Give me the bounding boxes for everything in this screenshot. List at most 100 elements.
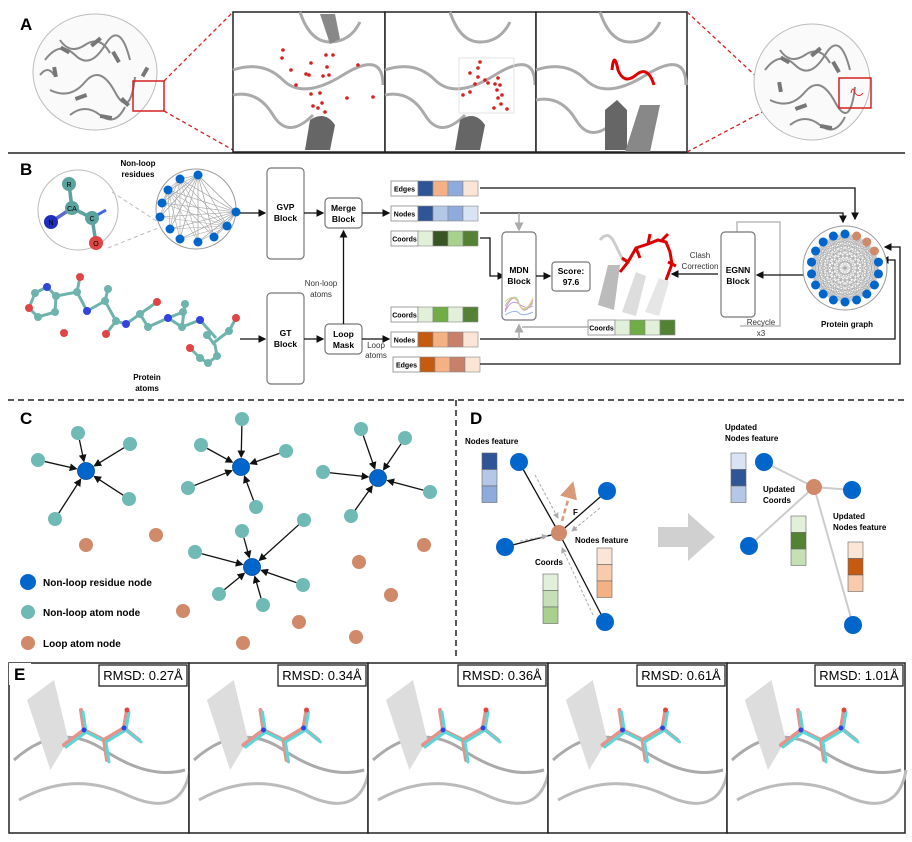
atom (83, 307, 91, 315)
nonloop-atom-node (212, 587, 226, 601)
atom (186, 344, 194, 352)
svg-text:Block: Block (726, 276, 749, 286)
svg-text:Mask: Mask (333, 340, 355, 350)
graph-construction (31, 412, 437, 650)
atom-label-n: N (48, 220, 53, 227)
zoom-line (686, 11, 761, 81)
residue-node (811, 246, 821, 256)
rmsd-label-box (98, 664, 188, 687)
residue-node (510, 453, 528, 471)
sampled-point (468, 90, 472, 94)
panel-label-e: E (14, 665, 25, 684)
zoom-panel-2 (384, 11, 537, 153)
updated-nodes-label: Updated (725, 423, 757, 432)
residue-node (828, 231, 838, 241)
nonloop-residue-node (369, 469, 387, 487)
updated-loop-atom-node (806, 479, 822, 495)
prediction-example: RMSD: 0.27Å (8, 662, 192, 834)
atom (204, 359, 212, 367)
nonloop-atom-node (354, 422, 368, 436)
residue-node (862, 289, 872, 299)
feature-bar-coords: Coords (390, 230, 479, 247)
prediction-example: RMSD: 0.61Å (547, 662, 730, 834)
sampled-point (476, 75, 480, 79)
svg-text:MDN: MDN (509, 265, 528, 275)
rmsd-label-box (457, 664, 547, 687)
svg-text:Block: Block (332, 214, 355, 224)
legend: Non-loop residue node Non-loop atom node… (20, 574, 152, 650)
rmsd-label-box (636, 664, 726, 687)
residue-cluster (31, 426, 137, 526)
atom (52, 292, 60, 300)
nonloop-atom-node (256, 598, 270, 612)
zoom-line (163, 11, 234, 82)
feature-cell (659, 319, 676, 336)
panel-label-c: C (20, 409, 32, 428)
nodes-feature-label: Nodes feature (465, 437, 519, 446)
feature-bar-label: Nodes (394, 212, 416, 219)
svg-text:GVP: GVP (277, 202, 295, 212)
feature-cell (462, 306, 479, 323)
sampled-point (468, 71, 472, 75)
feature-cell (434, 356, 451, 373)
svg-text:Loop atom node: Loop atom node (43, 639, 121, 650)
feature-cell (432, 306, 449, 323)
residue-graph-node (163, 185, 173, 195)
atom (73, 288, 81, 296)
feature-cell (481, 469, 498, 487)
loop-atom-node (551, 525, 567, 541)
protein-graph (802, 225, 888, 311)
feature-cell (447, 306, 464, 323)
svg-text:Loop: Loop (333, 329, 354, 339)
loop-atom-node (349, 630, 363, 644)
nonloop-atom-node (316, 465, 330, 479)
atom-label-ca: CA (67, 206, 77, 213)
feature-cell (730, 452, 747, 470)
atom (76, 273, 84, 281)
nonloop-residues-label: residues (122, 170, 155, 179)
nonloop-atom-node (71, 426, 85, 440)
svg-text:Score:: Score: (558, 266, 585, 276)
sampled-point (496, 76, 500, 80)
force-vector (560, 481, 577, 522)
rmsd-label-box (277, 664, 367, 687)
residue-graph-node (231, 207, 241, 217)
nonloop-atoms-label: atoms (310, 290, 332, 299)
sampled-point (478, 60, 482, 64)
nonloop-atom-node (31, 453, 45, 467)
feature-cell (644, 319, 661, 336)
residue-graph-node (157, 198, 167, 208)
nonloop-atom-node (48, 512, 62, 526)
atom (144, 323, 152, 331)
feature-bar-label: Coords (589, 326, 614, 333)
node-feature-vector (481, 452, 498, 503)
score-box: Score: 97.6 (551, 261, 591, 292)
svg-text:GT: GT (280, 328, 293, 338)
feature-cell (462, 230, 479, 247)
sampled-point (327, 73, 331, 77)
nonloop-residue-node (243, 558, 261, 576)
sampled-point (318, 91, 322, 95)
residue-cluster (188, 513, 311, 612)
protein-atoms-molecule (25, 273, 240, 367)
nonloop-atom-node (398, 431, 412, 445)
panel-label-bg (9, 663, 31, 685)
rmsd-label: RMSD: 0.27Å (103, 668, 183, 683)
residue-cluster (316, 422, 437, 523)
nonloop-atom-node (181, 481, 195, 495)
residue-node (807, 257, 817, 267)
panel-b: B R CA N C O Non-loop residues (20, 159, 901, 393)
recycle-loop (736, 221, 781, 327)
protein-atoms-label: Protein (133, 373, 161, 382)
feature-bar-nodes: Nodes (390, 205, 479, 222)
feature-cell (447, 331, 464, 348)
feature-cell (596, 580, 613, 598)
atom (178, 323, 186, 331)
svg-text:EGNN: EGNN (726, 265, 751, 275)
feature-cell (847, 574, 864, 592)
loop-atom-node (862, 237, 872, 247)
updated-coords-vector (790, 515, 807, 566)
residue-graph-node (209, 232, 219, 242)
atom (43, 283, 51, 291)
